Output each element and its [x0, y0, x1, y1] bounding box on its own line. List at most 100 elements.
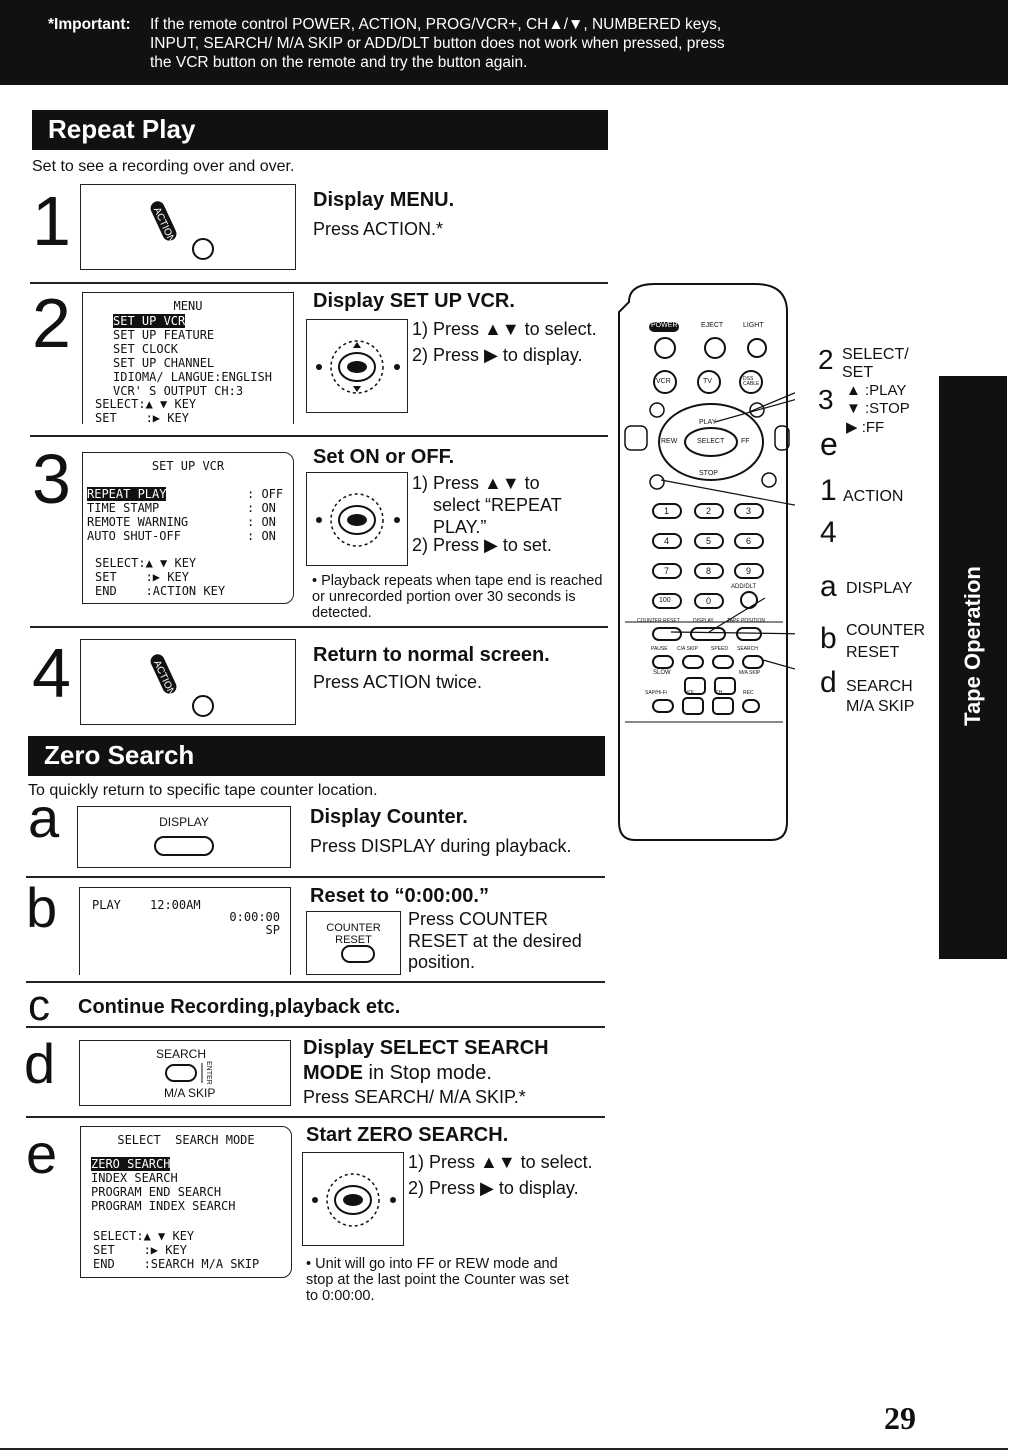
callout-play: ▲ :PLAY: [846, 382, 907, 399]
screen-items: SET UP VCR SET UP FEATURE SET CLOCK SET …: [113, 314, 272, 398]
power-button[interactable]: POWER: [651, 322, 678, 329]
step-title: Set ON or OFF.: [313, 446, 455, 468]
step-line: 1) Press ▲▼ to select.: [408, 1152, 593, 1172]
icon-label: COUNTER RESET: [326, 922, 381, 946]
divider: [26, 981, 605, 983]
step-line: select “REPEAT: [433, 495, 562, 515]
icon-label-top: SEARCH: [156, 1047, 207, 1061]
vcr-button[interactable]: VCR: [656, 378, 671, 385]
ch-label: CH: [715, 690, 723, 696]
page-number: 29: [884, 1400, 916, 1436]
callout-stop: ▼ :STOP: [846, 400, 910, 417]
remote-control: POWER EJECT LIGHT VCR TV DSS CABLE PLAY …: [615, 282, 822, 844]
ma-skip-label: M/A SKIP: [739, 670, 761, 676]
callout-letter: b: [820, 622, 837, 655]
notice-line: the VCR button on the remote and try the…: [150, 54, 528, 71]
step-title-line2: MODE in Stop mode.: [303, 1062, 492, 1084]
search-button-illustration: SEARCH ENTER M/A SKIP: [79, 1040, 291, 1106]
divider: [30, 435, 608, 437]
tape-position-label: TAPE POSITION: [727, 618, 765, 624]
screen-footer: SELECT:▲ ▼ KEY SET :▶ KEY END :ACTION KE…: [95, 556, 226, 598]
repeat-play-intro: Set to see a recording over and over.: [32, 158, 295, 175]
step-note: • Unit will go into FF or REW mode and s…: [306, 1256, 569, 1304]
num-0-button[interactable]: 0: [706, 596, 712, 606]
counter-reset-label: COUNTER RESET: [637, 618, 680, 624]
menu-item: IDIOMA/ LANGUE:ENGLISH: [113, 370, 272, 384]
step-line: position.: [408, 952, 476, 972]
screen-header: SET UP VCR: [151, 459, 225, 473]
notice-label: *Important:: [48, 16, 131, 33]
play-button[interactable]: PLAY: [699, 419, 717, 426]
sidebar-label: Tape Operation: [960, 566, 985, 726]
step-number: 1: [32, 182, 71, 260]
screen-header: SELECT SEARCH MODE: [117, 1133, 255, 1147]
step-text: Press DISPLAY during playback.: [310, 836, 572, 856]
select-button[interactable]: SELECT: [697, 438, 725, 445]
step-title: Display Counter.: [310, 806, 468, 828]
rew-button[interactable]: REW: [661, 438, 678, 445]
step-title: Display SET UP VCR.: [313, 290, 515, 312]
joystick-icon: [312, 1173, 396, 1227]
num-2-button[interactable]: 2: [706, 506, 712, 516]
num-8-button[interactable]: 8: [706, 566, 712, 576]
joystick-icon: [316, 340, 400, 394]
bottom-rule: [0, 1448, 1008, 1450]
step-line: 2) Press ▶ to set.: [412, 535, 552, 555]
num-5-button[interactable]: 5: [706, 536, 712, 546]
num-7-button[interactable]: 7: [664, 566, 670, 576]
screen-footer: SELECT:▲ ▼ KEY SET :▶ KEY END :SEARCH M/…: [93, 1229, 260, 1271]
selected-row: REPEAT PLAY: [87, 487, 167, 501]
repeat-play-header: Repeat Play: [32, 110, 608, 150]
screen-counter: 0:00:00: [229, 910, 280, 924]
action-button-illustration: ACTION: [80, 639, 296, 725]
sidebar-tab: Tape Operation: [939, 376, 1007, 959]
stop-button[interactable]: STOP: [699, 470, 718, 477]
notice-line: If the remote control POWER, ACTION, PRO…: [150, 16, 722, 33]
screen-header: MENU: [173, 299, 203, 313]
add-dlt-label: ADD/DLT: [731, 584, 757, 590]
screen-footer: SELECT:▲ ▼ KEY SET :▶ KEY: [95, 397, 197, 425]
search-label: SEARCH: [737, 646, 758, 652]
num-4-button[interactable]: 4: [664, 536, 670, 546]
tv-button[interactable]: TV: [703, 378, 712, 385]
slow-label: SLOW: [653, 670, 671, 676]
notice-text: If the remote control POWER, ACTION, PRO…: [150, 15, 850, 72]
menu-item: VCR' S OUTPUT CH:3: [113, 384, 244, 398]
step-note: • Playback repeats when tape end is reac…: [312, 573, 603, 621]
step-letter: c: [28, 981, 50, 1030]
vol-label: VOL: [685, 690, 696, 696]
num-3-button[interactable]: 3: [746, 506, 752, 516]
ff-button[interactable]: FF: [741, 438, 750, 445]
step-line: 1) Press ▲▼ to: [412, 473, 540, 493]
step-title: Reset to “0:00:00.”: [310, 885, 489, 907]
section-title: Zero Search: [44, 740, 195, 770]
icon-label-bottom: M/A SKIP: [164, 1086, 216, 1100]
callout-action: ACTION: [843, 488, 904, 505]
counter-reset-icon: [341, 945, 375, 963]
joystick-illustration: [302, 1152, 404, 1246]
num-6-button[interactable]: 6: [746, 536, 752, 546]
callout-number: 4: [820, 516, 837, 549]
step-letter: e: [26, 1122, 58, 1185]
callout-number: 2: [818, 344, 834, 375]
step-title: Return to normal screen.: [313, 644, 550, 666]
step-text: Press ACTION twice.: [313, 672, 483, 692]
step-line: 2) Press ▶ to display.: [408, 1178, 579, 1198]
dss-button[interactable]: DSS CABLE: [743, 376, 760, 387]
step-letter: b: [26, 876, 58, 939]
num-1-button[interactable]: 1: [664, 506, 670, 516]
setup-vcr-screen: SET UP VCR REPEAT PLAY TIME STAMP REMOTE…: [82, 452, 294, 604]
menu-item: SET UP CHANNEL: [113, 356, 215, 370]
search-mode-screen: SELECT SEARCH MODE ZERO SEARCH INDEX SEA…: [80, 1126, 292, 1278]
screen-play: PLAY: [92, 898, 121, 912]
num-9-button[interactable]: 9: [746, 566, 752, 576]
step-text: Press ACTION.*: [313, 219, 444, 239]
menu-screen: MENU SET UP VCR SET UP FEATURE SET CLOCK…: [82, 292, 294, 425]
num-100-button[interactable]: 100: [659, 597, 671, 604]
screen-rows: REPEAT PLAY TIME STAMP REMOTE WARNING AU…: [87, 487, 189, 543]
step-title: Display MENU.: [313, 189, 455, 211]
screen-speed: SP: [265, 923, 280, 937]
callout-letter: a: [820, 570, 837, 603]
